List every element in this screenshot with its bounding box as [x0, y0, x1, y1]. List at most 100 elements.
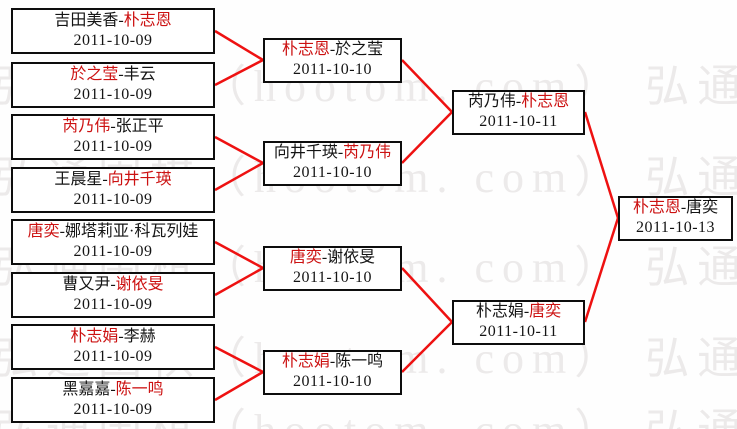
player-separator: - [118, 12, 124, 29]
match-date: 2011-10-11 [479, 323, 558, 340]
player-name-right: 陈一鸣 [115, 381, 164, 398]
player-name-right: 谢依旻 [115, 276, 164, 293]
player-separator: - [329, 353, 336, 370]
match-date: 2011-10-09 [73, 191, 153, 208]
player-name-left: 唐奕 [27, 223, 60, 240]
player-name-right: 谢依旻 [327, 249, 376, 266]
player-separator: - [680, 199, 687, 216]
match-players: 朴志娟-陈一鸣 [282, 352, 383, 372]
match-players: 唐奕-谢依旻 [290, 248, 375, 268]
match-players: 芮乃伟-张正平 [62, 117, 163, 137]
match-date: 2011-10-10 [292, 373, 373, 390]
connector-line [214, 345, 264, 374]
player-name-right: 娜塔莉亚·科瓦列娃 [65, 223, 199, 240]
connector-line [214, 58, 264, 87]
connector-line [401, 59, 453, 113]
player-name-left: 朴志恩 [632, 199, 681, 216]
player-separator: - [59, 223, 65, 240]
player-separator: - [102, 171, 108, 188]
player-separator: - [110, 381, 116, 398]
match-box-round-of-16-2: 於之莹-丰云 2011-10-09 [11, 62, 215, 108]
player-name-right: 唐奕 [529, 303, 562, 320]
player-separator: - [329, 41, 336, 58]
match-players: 朴志娟-李赫 [70, 327, 155, 347]
connector-line [401, 267, 453, 323]
match-players: 朴志娟-唐奕 [476, 302, 561, 322]
player-name-left: 黑嘉嘉 [62, 381, 111, 398]
match-box-quarterfinals-1: 朴志恩-於之莹 2011-10-10 [263, 37, 402, 83]
match-date: 2011-10-10 [292, 269, 373, 286]
player-name-right: 唐奕 [686, 199, 719, 216]
match-players: 曹又尹-谢依旻 [62, 275, 163, 295]
match-box-round-of-16-8: 黑嘉嘉-陈一鸣 2011-10-09 [11, 377, 215, 423]
connector-line [401, 321, 453, 373]
match-date: 2011-10-09 [73, 86, 153, 103]
match-date: 2011-10-09 [73, 138, 153, 155]
match-date: 2011-10-10 [292, 61, 373, 78]
connector-line [214, 161, 264, 192]
player-name-left: 朴志娟 [475, 303, 524, 320]
connector-line [214, 240, 264, 270]
player-separator: - [118, 328, 124, 345]
player-name-left: 朴志恩 [281, 41, 330, 58]
match-players: 朴志恩-於之莹 [282, 40, 383, 60]
player-name-left: 王晨星 [54, 171, 103, 188]
player-separator: - [523, 303, 530, 320]
connector-line [214, 135, 264, 165]
player-name-right: 芮乃伟 [343, 144, 392, 161]
match-box-semifinals-2: 朴志娟-唐奕 2011-10-11 [452, 299, 585, 345]
player-name-right: 朴志恩 [521, 93, 570, 110]
player-name-left: 朴志娟 [70, 328, 119, 345]
player-separator: - [321, 249, 328, 266]
match-date: 2011-10-09 [73, 32, 153, 49]
match-box-quarterfinals-4: 朴志娟-陈一鸣 2011-10-10 [263, 349, 402, 395]
match-date: 2011-10-09 [73, 348, 153, 365]
player-separator: - [515, 93, 522, 110]
connector-line [583, 217, 620, 323]
match-box-quarterfinals-2: 向井千瑛-芮乃伟 2011-10-10 [263, 140, 402, 186]
match-date: 2011-10-13 [635, 219, 716, 236]
player-name-left: 曹又尹 [62, 276, 111, 293]
match-players: 王晨星-向井千瑛 [54, 170, 171, 190]
connector-line [214, 266, 264, 297]
match-box-quarterfinals-3: 唐奕-谢依旻 2011-10-10 [263, 245, 402, 291]
player-separator: - [110, 276, 116, 293]
player-name-right: 李赫 [123, 328, 156, 345]
player-name-left: 朴志娟 [281, 353, 330, 370]
match-box-round-of-16-7: 朴志娟-李赫 2011-10-09 [11, 324, 215, 370]
player-name-right: 朴志恩 [123, 12, 172, 29]
connector-line [583, 111, 620, 219]
match-box-round-of-16-1: 吉田美香-朴志恩 2011-10-09 [11, 8, 215, 54]
match-box-round-of-16-5: 唐奕-娜塔莉亚·科瓦列娃 2011-10-09 [11, 219, 215, 265]
match-date: 2011-10-11 [479, 113, 558, 130]
player-name-left: 向井千瑛 [273, 144, 338, 161]
player-name-right: 向井千瑛 [107, 171, 172, 188]
player-name-left: 吉田美香 [54, 12, 119, 29]
match-players: 於之莹-丰云 [70, 65, 155, 85]
match-date: 2011-10-10 [292, 164, 373, 181]
player-name-right: 丰云 [123, 66, 156, 83]
match-box-round-of-16-3: 芮乃伟-张正平 2011-10-09 [11, 114, 215, 160]
player-separator: - [118, 66, 124, 83]
match-players: 朴志恩-唐奕 [633, 198, 718, 218]
match-players: 向井千瑛-芮乃伟 [274, 143, 391, 163]
match-date: 2011-10-09 [73, 296, 153, 313]
match-box-final-1: 朴志恩-唐奕 2011-10-13 [618, 195, 733, 241]
player-name-left: 芮乃伟 [62, 118, 111, 135]
match-players: 吉田美香-朴志恩 [54, 11, 171, 31]
connector-line [214, 29, 264, 62]
match-box-round-of-16-4: 王晨星-向井千瑛 2011-10-09 [11, 167, 215, 213]
connector-line [401, 111, 453, 164]
match-players: 芮乃伟-朴志恩 [468, 92, 569, 112]
match-box-semifinals-1: 芮乃伟-朴志恩 2011-10-11 [452, 89, 585, 135]
match-players: 黑嘉嘉-陈一鸣 [62, 380, 163, 400]
player-name-left: 唐奕 [289, 249, 322, 266]
player-separator: - [110, 118, 116, 135]
match-date: 2011-10-09 [73, 401, 153, 418]
match-players: 唐奕-娜塔莉亚·科瓦列娃 [28, 222, 199, 242]
match-box-round-of-16-6: 曹又尹-谢依旻 2011-10-09 [11, 272, 215, 318]
connector-line [214, 370, 264, 402]
player-name-right: 张正平 [115, 118, 164, 135]
